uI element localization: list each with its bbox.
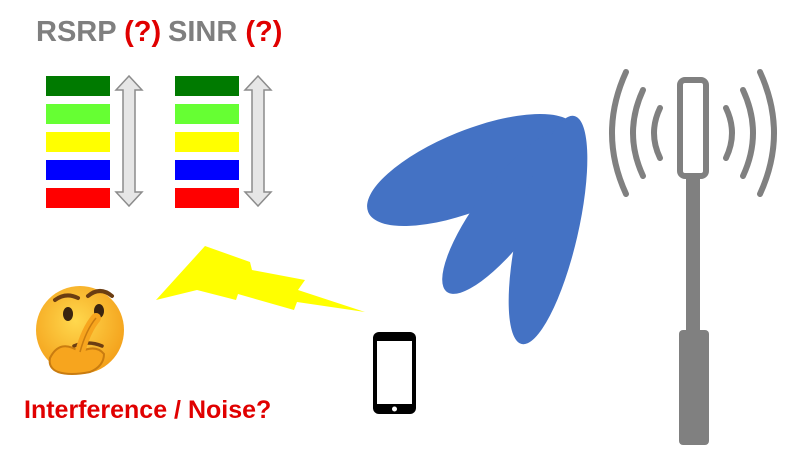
rsrp-level-bar-1	[46, 76, 110, 96]
rsrp-level-bar-2	[46, 104, 110, 124]
interference-noise-caption: Interference / Noise?	[24, 396, 272, 424]
sinr-level-bar-1	[175, 76, 239, 96]
double-arrow-icon	[114, 74, 144, 208]
double-arrow-icon	[243, 74, 273, 208]
smartphone-icon	[373, 332, 416, 414]
rsrp-level-bars	[46, 76, 110, 208]
sinr-level-bar-4	[175, 160, 239, 180]
sinr-level-bar-2	[175, 104, 239, 124]
sinr-label: SINR (?)	[168, 16, 282, 49]
thinking-face-icon	[36, 286, 124, 375]
rsrp-level-bar-5	[46, 188, 110, 208]
sinr-level-bar-3	[175, 132, 239, 152]
beam-lobe-lower	[508, 115, 588, 345]
sinr-level-bar-5	[175, 188, 239, 208]
antenna-beam-lobes	[367, 114, 588, 345]
lightning-bolt-icon	[156, 246, 365, 312]
rsrp-text: RSRP	[36, 16, 117, 48]
rsrp-level-bar-4	[46, 160, 110, 180]
sinr-text: SINR	[168, 16, 238, 48]
rsrp-question: (?)	[124, 16, 162, 48]
beam-lobe-upper	[367, 114, 577, 226]
rsrp-label: RSRP (?)	[36, 16, 161, 49]
cell-tower-icon	[609, 69, 777, 445]
sinr-level-bars	[175, 76, 239, 208]
sinr-question: (?)	[245, 16, 283, 48]
rsrp-level-bar-3	[46, 132, 110, 152]
